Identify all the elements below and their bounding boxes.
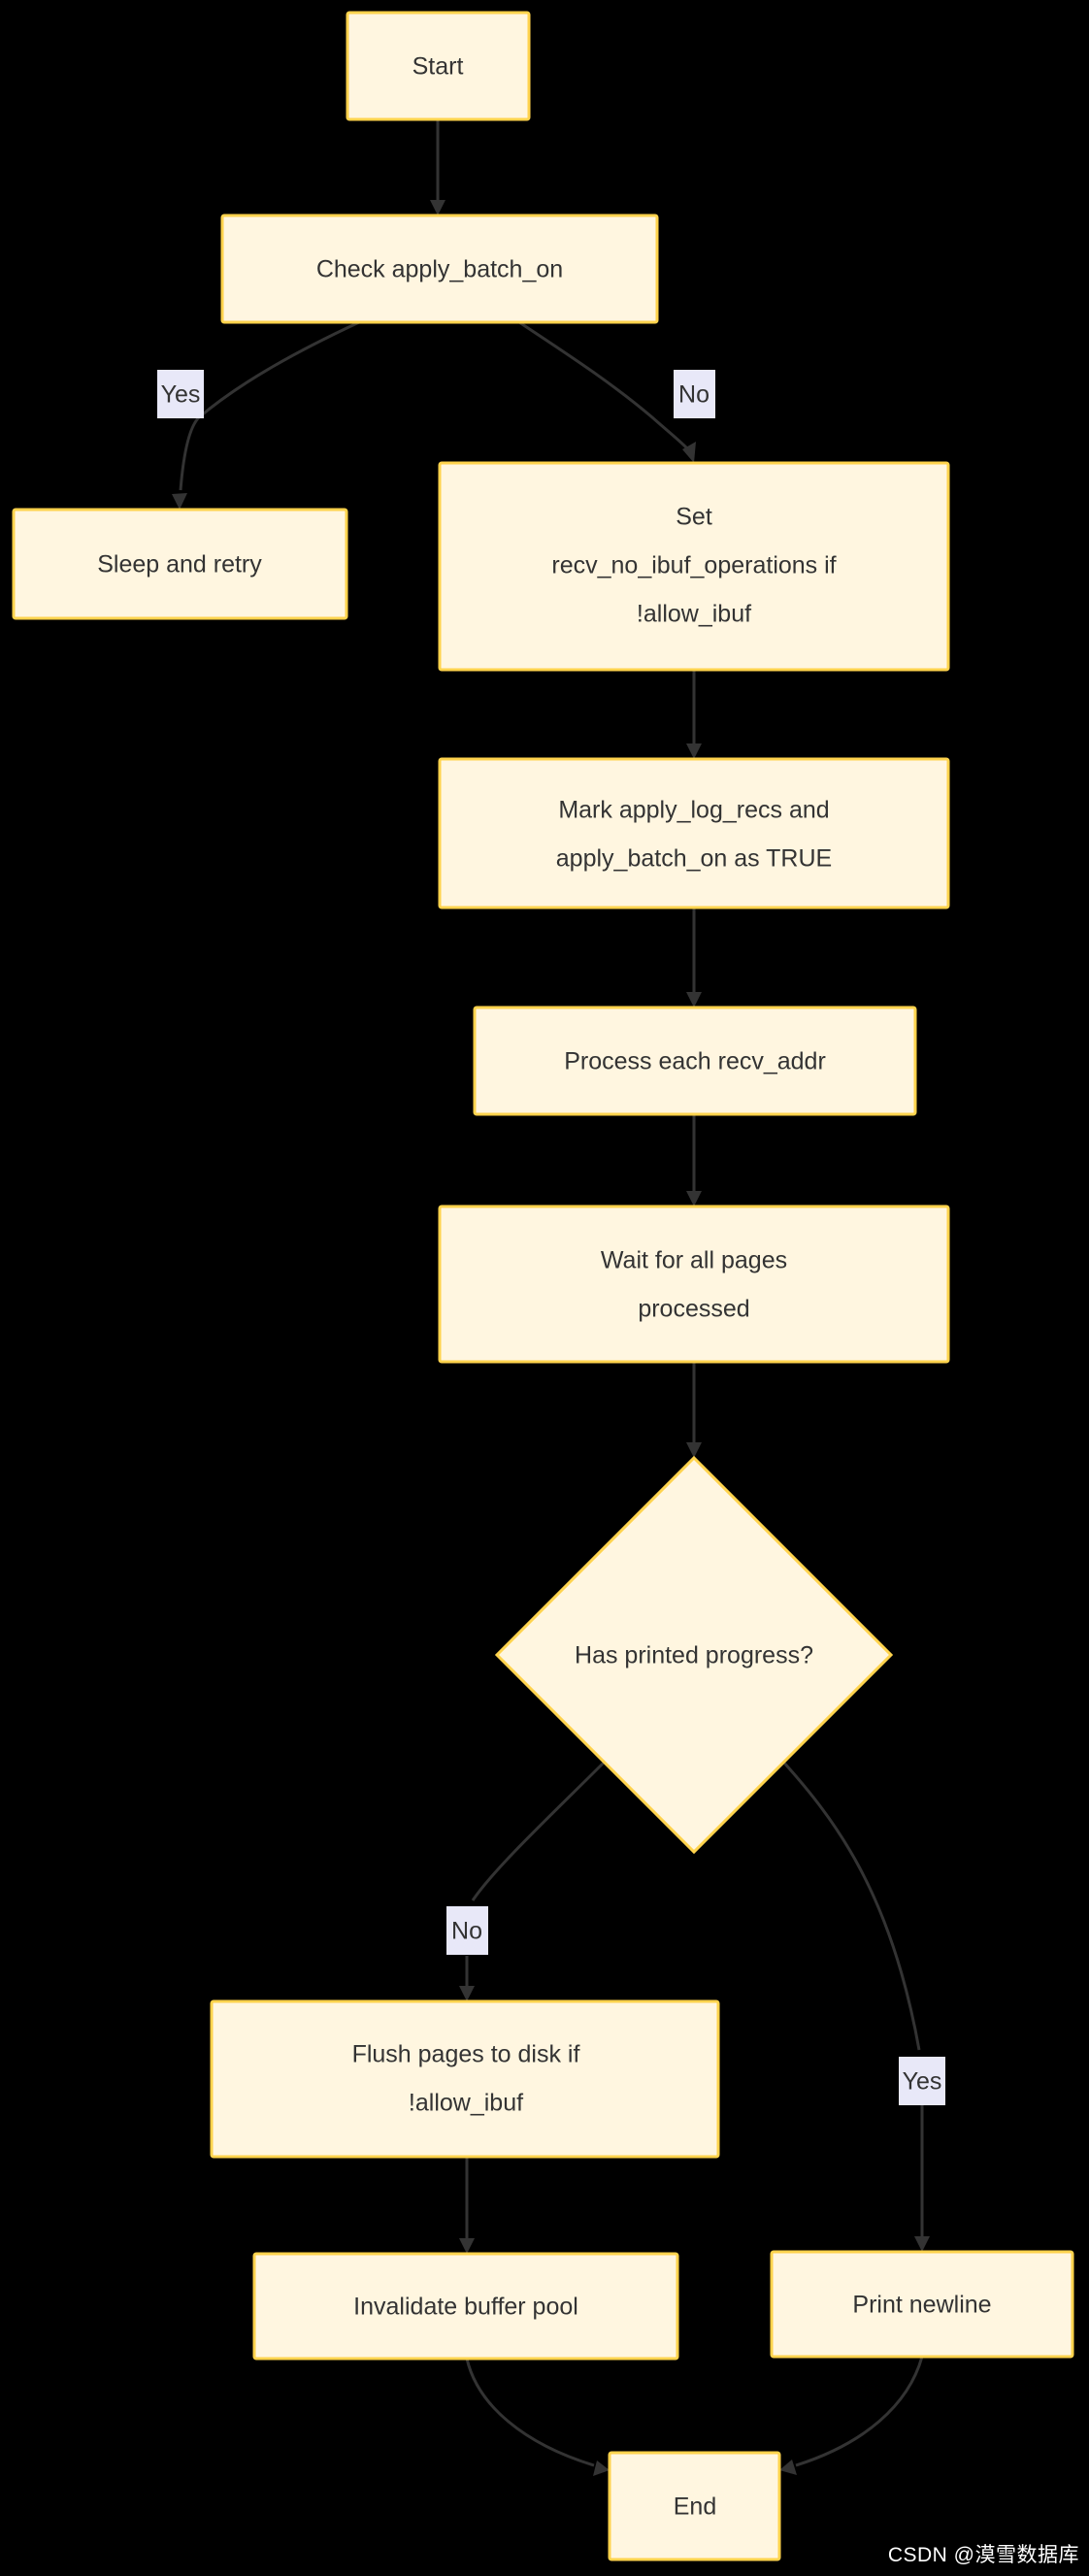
- edge-label-decision-yes-bg: [899, 2057, 945, 2105]
- csdn-watermark: CSDN @漠雪数据库: [887, 2544, 1079, 2566]
- edge-label-decision-yes-text: Yes: [903, 2068, 942, 2096]
- node-sleep-label: Sleep and retry: [97, 551, 262, 578]
- node-wait-label-line-1: Wait for all pages: [601, 1247, 787, 1274]
- node-mark-label-line-1: Mark apply_log_recs and: [558, 797, 829, 824]
- node-process-each-recv-addr[interactable]: Process each recv_addr: [473, 1006, 917, 1116]
- node-invalidate-label: Invalidate buffer pool: [353, 2294, 578, 2321]
- node-wait-for-all-pages[interactable]: Wait for all pages processed: [438, 1205, 950, 1364]
- node-printnl-label: Print newline: [852, 2292, 991, 2319]
- node-has-printed-progress[interactable]: Has printed progress?: [494, 1455, 894, 1855]
- node-start-label: Start: [412, 53, 464, 81]
- edge-check-to-sleep: [172, 320, 360, 510]
- edge-decision-to-printnl: [780, 1759, 930, 2252]
- node-check-apply-batch-on[interactable]: Check apply_batch_on: [220, 214, 659, 324]
- node-setrecv-shape[interactable]: [438, 461, 950, 672]
- node-mark-apply-log-recs[interactable]: Mark apply_log_recs and apply_batch_on a…: [438, 757, 950, 909]
- node-print-newline[interactable]: Print newline: [770, 2250, 1074, 2359]
- node-invalidate-buffer-pool[interactable]: Invalidate buffer pool: [252, 2252, 679, 2361]
- node-printnl-shape[interactable]: [770, 2250, 1074, 2359]
- node-mark-shape[interactable]: [438, 757, 950, 909]
- node-setrecv-label-line-1: Set: [676, 504, 712, 531]
- node-set-recv-no-ibuf-operations[interactable]: Set recv_no_ibuf_operations if !allow_ib…: [438, 461, 950, 672]
- node-start[interactable]: Start: [346, 11, 531, 121]
- edge-label-decision-no-bg: [446, 1906, 488, 1955]
- node-flush-pages-to-disk[interactable]: Flush pages to disk if !allow_ibuf: [210, 1999, 720, 2159]
- edge-label-check-no: No: [674, 370, 715, 418]
- node-setrecv-label-line-3: !allow_ibuf: [637, 601, 751, 628]
- node-end[interactable]: End: [608, 2451, 781, 2561]
- edge-mark-to-process: [686, 908, 702, 1007]
- node-sleep-shape[interactable]: [12, 508, 348, 620]
- node-check-label: Check apply_batch_on: [316, 256, 563, 283]
- edge-check-to-setrecv: [518, 320, 696, 463]
- edge-label-check-no-bg: [674, 370, 715, 418]
- edge-invalidate-to-end: [465, 2358, 610, 2476]
- node-invalidate-shape[interactable]: [252, 2252, 679, 2361]
- node-wait-label-line-2: processed: [638, 1296, 749, 1323]
- edge-labels-layer: Yes No No Yes: [157, 370, 945, 2105]
- edge-flush-to-invalidate: [459, 2157, 475, 2254]
- edge-label-check-yes-bg: [157, 370, 204, 418]
- edge-label-decision-no-text: No: [451, 1918, 482, 1945]
- edge-label-check-yes-text: Yes: [161, 381, 201, 409]
- edge-label-check-no-text: No: [678, 381, 710, 409]
- edge-decision-to-flush: [459, 1759, 608, 2001]
- node-decision-label: Has printed progress?: [575, 1642, 813, 1669]
- node-wait-shape[interactable]: [438, 1205, 950, 1364]
- node-process-shape[interactable]: [473, 1006, 917, 1116]
- node-sleep-and-retry[interactable]: Sleep and retry: [12, 508, 348, 620]
- edge-wait-to-decision: [686, 1362, 702, 1458]
- node-mark-label-line-2: apply_batch_on as TRUE: [556, 845, 832, 873]
- edges-layer: [172, 119, 930, 2476]
- edge-label-check-yes: Yes: [157, 370, 204, 418]
- node-process-label: Process each recv_addr: [564, 1048, 826, 1075]
- node-start-shape[interactable]: [346, 11, 531, 121]
- edge-setrecv-to-mark: [686, 670, 702, 759]
- node-flush-label-line-2: !allow_ibuf: [409, 2090, 523, 2117]
- edge-printnl-to-end: [779, 2356, 924, 2475]
- node-flush-shape[interactable]: [210, 1999, 720, 2159]
- edge-start-to-check: [430, 119, 446, 215]
- node-check-shape[interactable]: [220, 214, 659, 324]
- edge-label-decision-yes: Yes: [899, 2057, 945, 2105]
- node-end-shape[interactable]: [608, 2451, 781, 2561]
- nodes-layer: Start Check apply_batch_on Sleep and ret…: [12, 11, 1074, 2561]
- node-setrecv-label-line-2: recv_no_ibuf_operations if: [551, 552, 836, 579]
- node-flush-label-line-1: Flush pages to disk if: [352, 2041, 580, 2068]
- edge-label-decision-no: No: [446, 1906, 488, 1955]
- edge-process-to-wait: [686, 1114, 702, 1206]
- node-end-label: End: [674, 2493, 716, 2521]
- node-decision-shape[interactable]: [494, 1455, 894, 1855]
